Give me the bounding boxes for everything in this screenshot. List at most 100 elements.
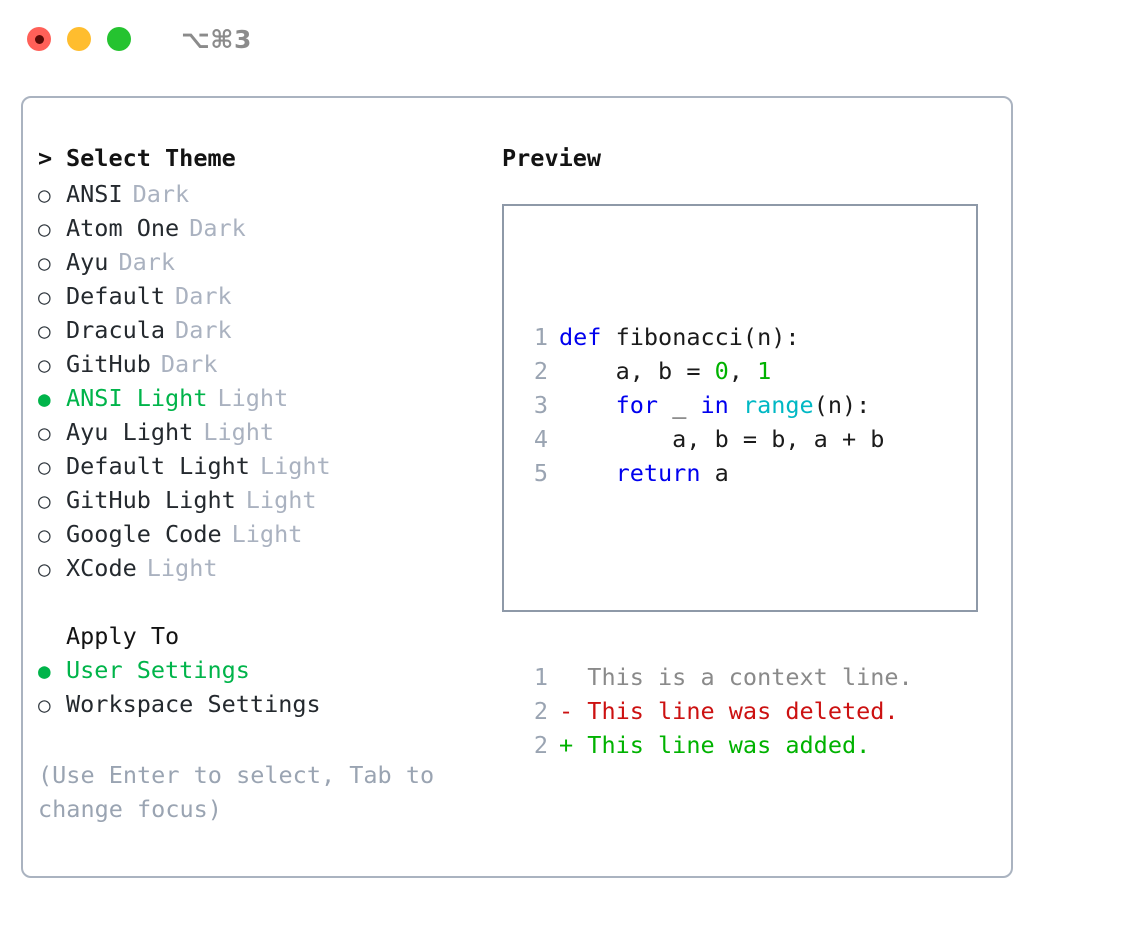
theme-name: ANSI xyxy=(66,180,123,208)
radio-selected-icon[interactable]: ● xyxy=(38,659,51,683)
theme-name: Google Code xyxy=(66,520,222,548)
theme-variant-tag: Light xyxy=(217,384,289,412)
radio-unselected-icon[interactable]: ○ xyxy=(38,217,51,241)
window-title: ⌥⌘3 xyxy=(181,24,252,54)
radio-unselected-icon[interactable]: ○ xyxy=(38,251,51,275)
diff-text: This is a context line. xyxy=(587,663,913,691)
zoom-button[interactable] xyxy=(107,27,131,51)
line-number: 2 xyxy=(533,697,548,725)
close-button[interactable] xyxy=(27,27,51,51)
code-line: 3 for _ in range(n): xyxy=(522,388,913,422)
code-token-fn: range xyxy=(742,391,814,419)
code-token-kw: in xyxy=(700,391,729,419)
preview-header-label: Preview xyxy=(502,144,602,172)
radio-unselected-icon[interactable]: ○ xyxy=(38,693,51,717)
line-number: 1 xyxy=(533,323,548,351)
apply-to-list: ● User Settings ○ Workspace Settings xyxy=(38,656,488,724)
apply-to-option[interactable]: ○ Workspace Settings xyxy=(38,690,488,724)
theme-name: Default xyxy=(66,282,166,310)
radio-unselected-icon[interactable]: ○ xyxy=(38,455,51,479)
theme-list-item[interactable]: ○ Dracula Dark xyxy=(38,316,488,350)
diff-line: 1 This is a context line. xyxy=(522,660,913,694)
diff-text: This line was added. xyxy=(587,731,871,759)
apply-to-header: Apply To xyxy=(38,622,488,656)
apply-to-option-label: Workspace Settings xyxy=(66,690,321,718)
theme-variant-tag: Dark xyxy=(118,248,176,276)
code-line-text: def fibonacci(n): xyxy=(548,320,800,354)
diff-line-text: + This line was added. xyxy=(548,728,870,762)
code-line-text: return a xyxy=(548,456,729,490)
code-line: 4 a, b = b, a + b xyxy=(522,422,913,456)
theme-variant-tag: Light xyxy=(259,452,331,480)
theme-variant-tag: Light xyxy=(231,520,303,548)
radio-unselected-icon[interactable]: ○ xyxy=(38,557,51,581)
code-token-kw: return xyxy=(615,459,701,487)
line-number: 4 xyxy=(533,425,548,453)
radio-unselected-icon[interactable]: ○ xyxy=(38,421,51,445)
code-line: 2 a, b = 0, 1 xyxy=(522,354,913,388)
spacer xyxy=(38,588,488,622)
theme-name: Dracula xyxy=(66,316,166,344)
theme-name: XCode xyxy=(66,554,137,582)
theme-list-item[interactable]: ○ Ayu Light Light xyxy=(38,418,488,452)
theme-list-item[interactable]: ○ Google Code Light xyxy=(38,520,488,554)
theme-name: Atom One xyxy=(66,214,180,242)
code-line-text: for _ in range(n): xyxy=(548,388,871,422)
traffic-light-group xyxy=(27,27,131,51)
radio-unselected-icon[interactable]: ○ xyxy=(38,489,51,513)
title-bar: ⌥⌘3 xyxy=(0,0,1140,78)
theme-variant-tag: Dark xyxy=(175,282,232,310)
code-token-txt: _ xyxy=(658,391,701,419)
apply-to-option[interactable]: ● User Settings xyxy=(38,656,488,690)
radio-unselected-icon[interactable]: ○ xyxy=(38,319,51,343)
keyboard-hint: (Use Enter to select, Tab to change focu… xyxy=(38,761,435,823)
theme-variant-tag: Dark xyxy=(160,350,218,378)
caret-icon: > xyxy=(38,144,53,172)
diff-line: 2+ This line was added. xyxy=(522,728,913,762)
code-token-txt: a, b = b, a + b xyxy=(559,425,885,453)
theme-list-item[interactable]: ○ XCode Light xyxy=(38,554,488,588)
radio-unselected-icon[interactable]: ○ xyxy=(38,183,51,207)
diff-line-text: This is a context line. xyxy=(548,660,913,694)
theme-list-item[interactable]: ○ Default Light Light xyxy=(38,452,488,486)
radio-unselected-icon[interactable]: ○ xyxy=(38,353,51,377)
theme-variant-tag: Dark xyxy=(175,316,232,344)
theme-variant-tag: Light xyxy=(203,418,275,446)
select-theme-label: Select Theme xyxy=(66,144,236,172)
code-token-num: 1 xyxy=(757,357,772,385)
code-token-txt: fibonacci(n): xyxy=(601,323,800,351)
code-token-txt: (n): xyxy=(813,391,871,419)
diff-line-text: - This line was deleted. xyxy=(548,694,899,728)
theme-variant-tag: Light xyxy=(146,554,218,582)
apply-to-option-label: User Settings xyxy=(66,656,250,684)
code-diff-spacer xyxy=(522,558,913,592)
radio-unselected-icon[interactable]: ○ xyxy=(38,523,51,547)
theme-name: Default Light xyxy=(66,452,250,480)
minimize-button[interactable] xyxy=(67,27,91,51)
diff-line: 2- This line was deleted. xyxy=(522,694,913,728)
theme-name: Ayu Light xyxy=(66,418,194,446)
code-token-num: 0 xyxy=(714,357,729,385)
theme-list-item[interactable]: ○ GitHub Dark xyxy=(38,350,488,384)
code-token-txt xyxy=(729,391,743,419)
theme-name: GitHub xyxy=(66,350,151,378)
line-number: 2 xyxy=(533,357,548,385)
radio-selected-icon[interactable]: ● xyxy=(38,387,51,411)
radio-unselected-icon[interactable]: ○ xyxy=(38,285,51,309)
code-token-txt xyxy=(559,391,616,419)
theme-list-item[interactable]: ○ Default Dark xyxy=(38,282,488,316)
code-token-kw: for xyxy=(615,391,659,419)
code-token-txt xyxy=(559,459,616,487)
